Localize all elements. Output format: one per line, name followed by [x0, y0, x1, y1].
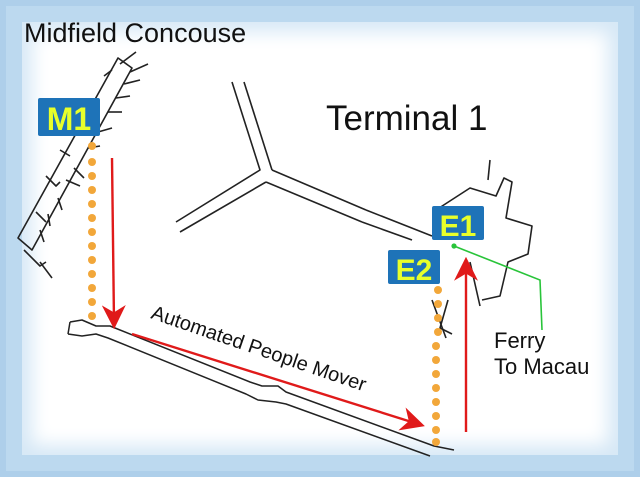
route-arrows [101, 157, 478, 432]
gate-label-m1: M1 [47, 101, 91, 137]
gate-badge-e2: E2 [388, 250, 440, 287]
arrow-along-people-mover [131, 332, 425, 431]
gate-label-e1: E1 [440, 210, 477, 243]
route-dots-e2 [432, 286, 442, 446]
midfield-concourse-title: Midfield Concouse [24, 18, 246, 48]
people-mover-track [67, 319, 455, 457]
route-dots-m1 [88, 142, 96, 320]
midfield-concourse-building [17, 51, 149, 279]
e-gates-building [431, 159, 533, 339]
ferry-label-line1: Ferry [494, 328, 545, 353]
terminal-1-building [175, 81, 433, 241]
gate-label-e2: E2 [396, 254, 433, 287]
ferry-label-line2: To Macau [494, 354, 589, 379]
gate-badge-m1: M1 [38, 98, 100, 137]
ferry-connector [451, 243, 543, 331]
arrow-down-from-m1 [101, 157, 126, 330]
gate-badge-e1: E1 [432, 206, 484, 243]
terminal-1-label: Terminal 1 [326, 99, 487, 138]
